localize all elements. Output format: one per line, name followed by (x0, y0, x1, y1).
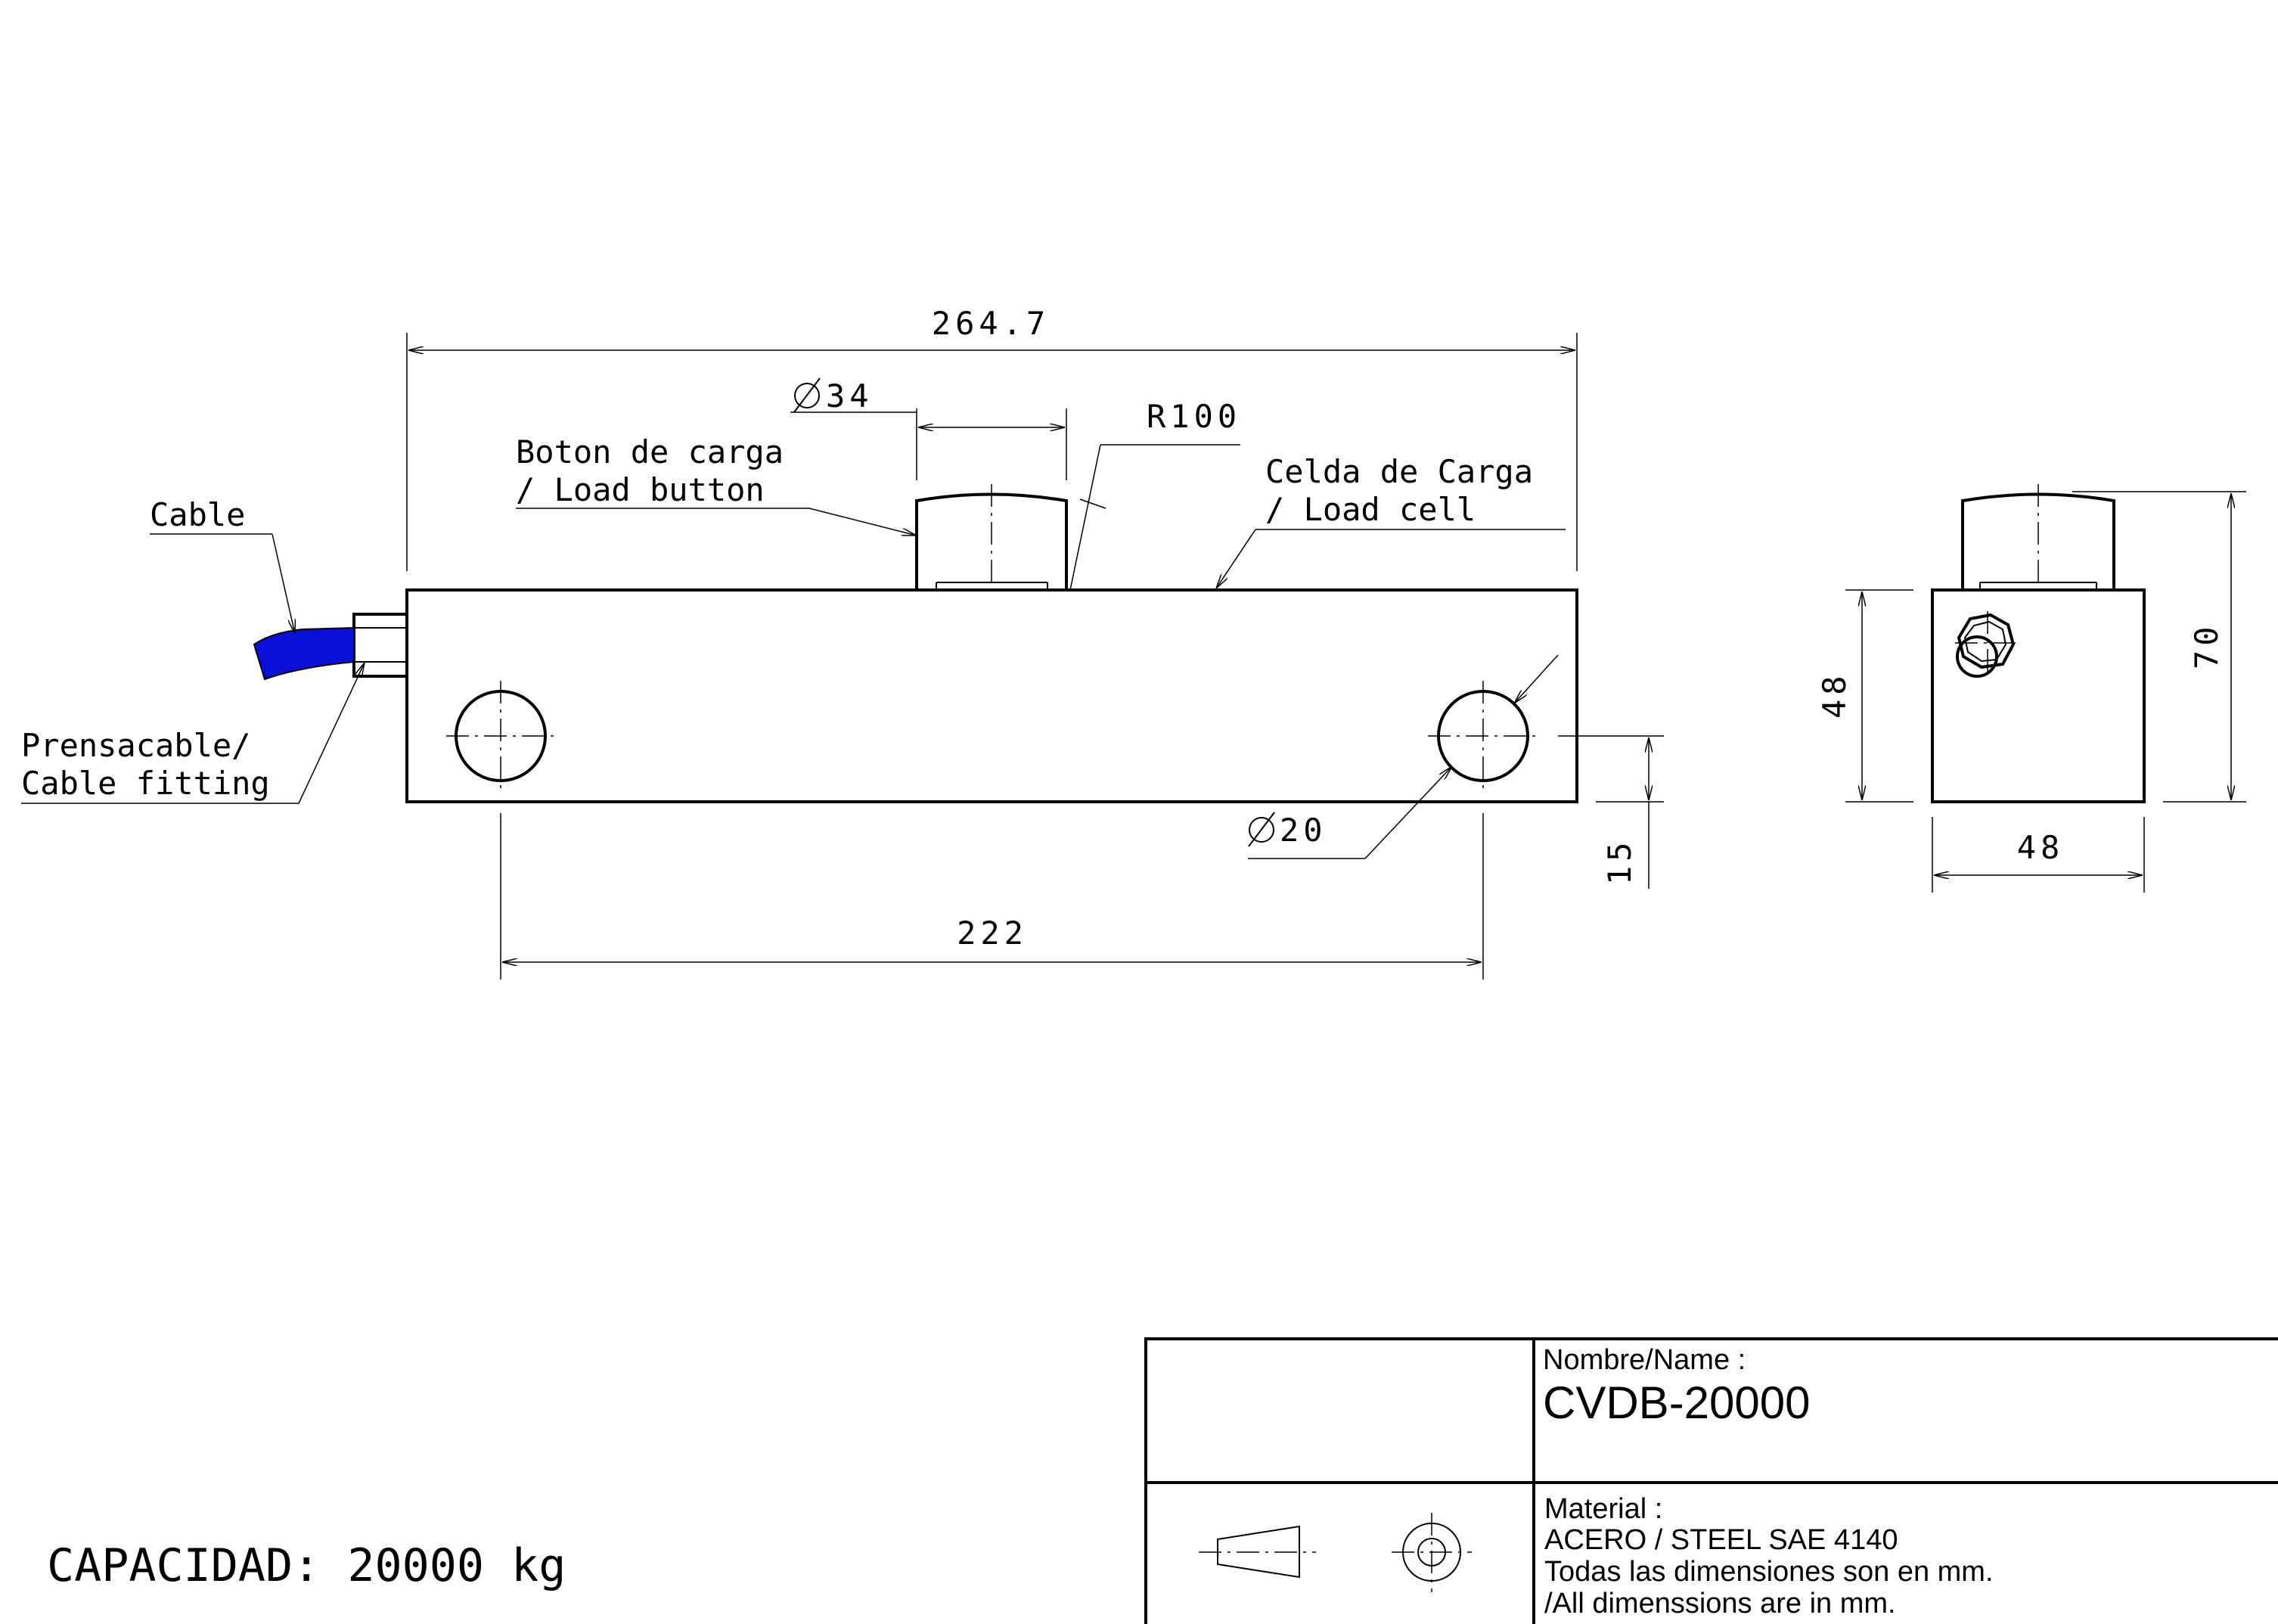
dim-hole-offset: 15 (1601, 837, 1638, 885)
title-block: Nombre/Name : CVDB-20000 Material : ACER… (1144, 1337, 2278, 1624)
label-button-en: / Load button (516, 471, 765, 508)
dim-side-height: 48 (1816, 671, 1853, 719)
dimension-side-height: 48 (1816, 589, 1913, 803)
callout-cable: Cable (150, 496, 295, 634)
side-body (1931, 588, 2146, 803)
dim-hole-diameter: 20 (1280, 812, 1327, 849)
side-fitting-hex-icon (1955, 611, 2016, 678)
callout-cable-fitting: Prensacable/ Cable fitting (21, 663, 365, 804)
dimension-hole-diameter: 20 (1248, 654, 1559, 859)
name-label: Nombre/Name : (1543, 1344, 1746, 1376)
label-cell-es: Celda de Carga (1265, 453, 1533, 490)
load-button (915, 484, 1068, 598)
dimension-radius: R100 (1069, 398, 1241, 591)
dimension-overall-length: 264.7 (406, 305, 1578, 571)
side-view (1931, 484, 2146, 803)
dim-hole-spacing: 222 (957, 914, 1028, 952)
hole-left (446, 681, 556, 790)
material-label: Material : (1544, 1493, 1662, 1525)
hole-right (1428, 681, 1539, 790)
units-note-en: /All dimenssions are in mm. (1544, 1588, 1896, 1619)
dimension-total-height: 70 (2072, 491, 2246, 803)
diameter-symbol-icon (1248, 812, 1275, 847)
cable-fitting (352, 613, 408, 678)
capacity-label: CAPACIDAD: 20000 kg (47, 1539, 566, 1592)
material-value: ACERO / STEEL SAE 4140 (1544, 1524, 1898, 1556)
dimension-side-width: 48 (1932, 817, 2145, 893)
units-note-es: Todas las dimensiones son en mm. (1544, 1556, 1994, 1588)
dim-side-width: 48 (2017, 829, 2065, 866)
load-cell-body (405, 588, 1578, 803)
dim-button-diameter: 34 (826, 377, 874, 415)
label-cable: Cable (150, 496, 245, 533)
label-cell-en: / Load cell (1265, 491, 1476, 528)
front-view (253, 484, 1578, 803)
callout-load-button: Boton de carga / Load button (516, 433, 917, 536)
dim-radius: R100 (1147, 398, 1241, 435)
name-value: CVDB-20000 (1543, 1377, 1811, 1428)
dimension-hole-spacing: 222 (500, 813, 1484, 980)
projection-symbol-icon (1199, 1513, 1472, 1592)
dimension-hole-offset: 15 (1558, 735, 1664, 889)
callout-load-cell: Celda de Carga / Load cell (1216, 453, 1566, 588)
dimension-button-diameter: 34 (790, 377, 1067, 480)
dim-total-height: 70 (2188, 622, 2225, 669)
dim-overall-length: 264.7 (932, 305, 1050, 342)
label-fitting-en: Cable fitting (21, 765, 270, 802)
cable-sheath (253, 626, 355, 681)
diameter-symbol-icon (793, 377, 821, 413)
label-fitting-es: Prensacable/ (21, 727, 250, 764)
label-button-es: Boton de carga (516, 433, 784, 470)
